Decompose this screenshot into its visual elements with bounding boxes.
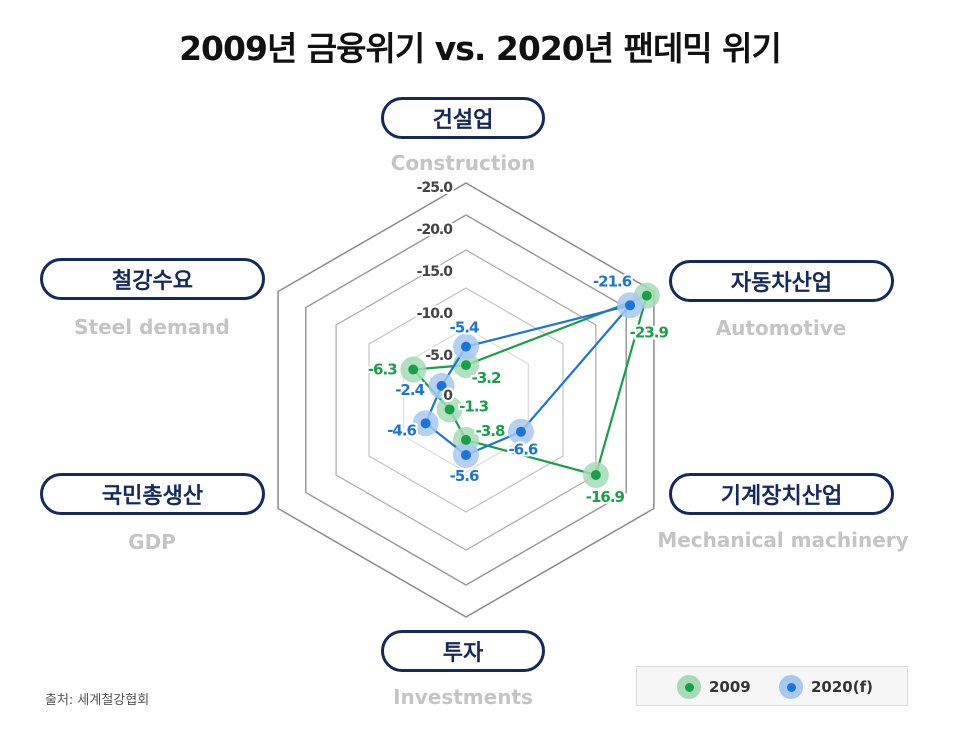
data-label: -23.9 bbox=[630, 324, 669, 342]
data-label: -6.3 bbox=[368, 361, 397, 379]
scale-tick-label: -20.0 bbox=[417, 222, 454, 238]
legend: 2009 2020(f) bbox=[636, 666, 908, 706]
data-point bbox=[461, 341, 471, 352]
axis-pill-investments: 투자 bbox=[381, 630, 545, 672]
axis-label-investments: Investments bbox=[393, 685, 533, 709]
data-label: -21.6 bbox=[593, 272, 632, 290]
scale-tick-label: 0 bbox=[443, 388, 453, 404]
data-label: -5.4 bbox=[450, 319, 479, 337]
legend-label: 2009 bbox=[709, 678, 751, 696]
chart-title: 2009년 금융위기 vs. 2020년 팬데믹 위기 bbox=[179, 29, 782, 68]
data-label: -1.3 bbox=[459, 397, 488, 415]
axis-pill-gdp: 국민총생산 bbox=[40, 473, 265, 515]
axis-pill-automotive: 자동차산업 bbox=[669, 260, 894, 302]
data-point bbox=[590, 469, 601, 480]
data-point bbox=[408, 364, 419, 375]
data-point bbox=[625, 300, 636, 311]
data-point bbox=[461, 434, 471, 445]
axis-label-automotive: Automotive bbox=[715, 316, 847, 340]
axis-label-steel-demand: Steel demand bbox=[74, 315, 230, 339]
source-note: 출처: 세계철강협회 bbox=[45, 693, 150, 708]
data-label: -6.6 bbox=[509, 441, 538, 459]
legend-marker-2020 bbox=[779, 675, 803, 699]
data-label: -3.2 bbox=[472, 369, 501, 387]
legend-item-2009: 2009 bbox=[677, 675, 751, 699]
axis-pill-steel-demand: 철강수요 bbox=[40, 258, 265, 300]
data-point bbox=[420, 418, 431, 429]
data-label: -2.4 bbox=[395, 381, 424, 399]
legend-item-2020: 2020(f) bbox=[779, 675, 873, 699]
scale-tick-label: -5.0 bbox=[425, 348, 453, 364]
axis-label-gdp: GDP bbox=[128, 530, 176, 554]
scale-tick-label: -25.0 bbox=[417, 180, 454, 196]
data-label: -5.6 bbox=[450, 467, 479, 485]
data-point bbox=[641, 290, 652, 301]
legend-label: 2020(f) bbox=[811, 678, 873, 696]
data-point bbox=[436, 380, 447, 391]
data-point bbox=[461, 450, 471, 461]
legend-marker-2009 bbox=[677, 675, 701, 699]
scale-tick-label: -15.0 bbox=[417, 264, 454, 280]
grid-ring bbox=[335, 249, 597, 551]
data-point bbox=[515, 426, 526, 437]
axis-label-construction: Construction bbox=[390, 151, 536, 175]
data-point bbox=[444, 404, 455, 415]
axis-pill-construction: 건설업 bbox=[381, 97, 545, 139]
grid-ring bbox=[368, 287, 564, 513]
data-point bbox=[461, 360, 471, 371]
axis-pill-machinery: 기계장치산업 bbox=[669, 473, 894, 515]
data-label: -3.8 bbox=[476, 422, 505, 440]
scale-tick-label: -10.0 bbox=[417, 306, 454, 322]
data-label: -16.9 bbox=[586, 488, 625, 506]
axis-label-machinery: Mechanical machinery bbox=[657, 528, 909, 552]
data-label: -4.6 bbox=[387, 421, 416, 439]
